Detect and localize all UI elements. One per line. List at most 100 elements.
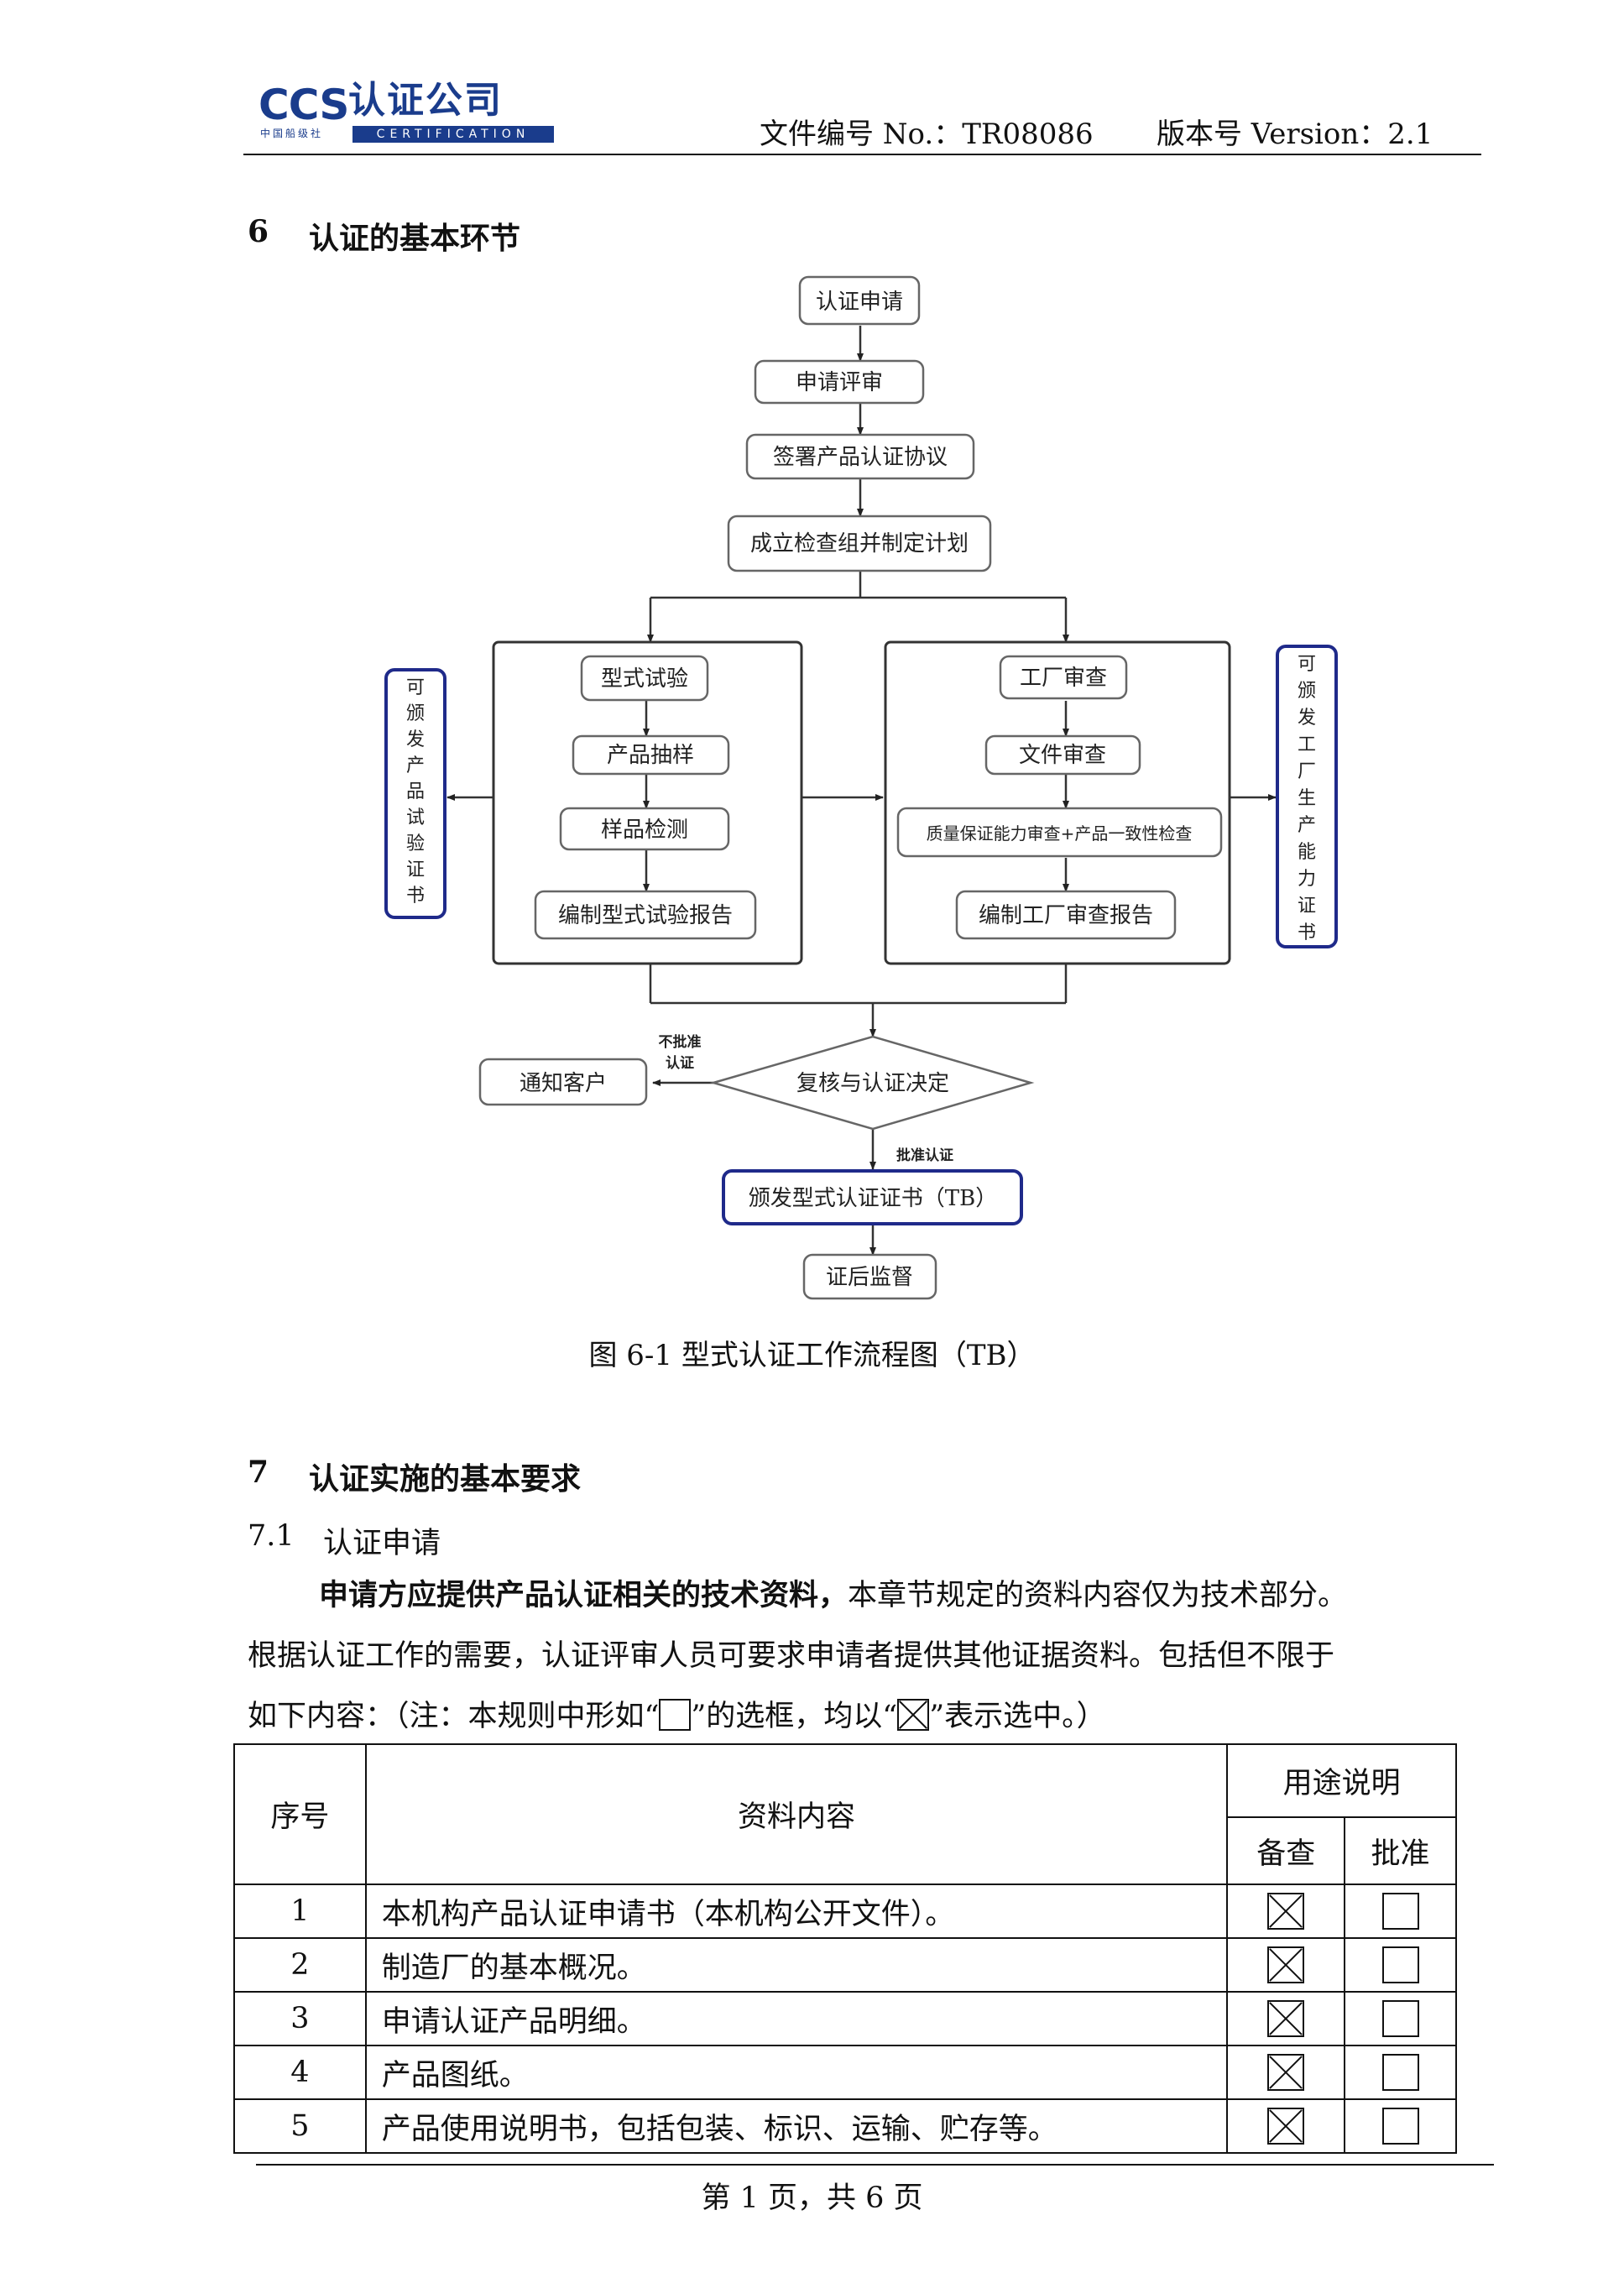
right-cert-char-5: 生 xyxy=(1298,788,1316,809)
right-cert-char-3: 工 xyxy=(1298,734,1316,755)
section7-title: 认证实施的基本要求 xyxy=(309,1461,582,1497)
requirements-table: 序号 资料内容 用途说明 备查 批准 1 本机构产品认证申请书（本机构公开文件）… xyxy=(233,1743,1457,2154)
right-cert-char-7: 能 xyxy=(1298,842,1316,863)
box-doc-review xyxy=(984,734,1141,776)
approve-checkbox[interactable] xyxy=(1381,2000,1419,2037)
table-row: 1 本机构产品认证申请书（本机构公开文件）。 xyxy=(233,1884,1457,1939)
checked-checkbox-example-icon xyxy=(897,1699,930,1731)
ref-checkbox-checked[interactable] xyxy=(1267,1946,1305,1983)
box-test-report xyxy=(534,890,757,940)
box-review xyxy=(754,359,925,405)
section6-number: 6 xyxy=(248,214,269,249)
row-no: 5 xyxy=(233,2098,367,2154)
ref-checkbox-checked[interactable] xyxy=(1267,2054,1305,2091)
label-audit-report: 编制工厂审查报告 xyxy=(979,903,1153,928)
row-content: 产品图纸。 xyxy=(364,2045,1229,2100)
logo-certification-bar: CERTIFICATION xyxy=(352,126,554,143)
right-cert-char-6: 产 xyxy=(1298,815,1316,836)
label-sample-test: 样品检测 xyxy=(601,818,688,843)
left-cert-char-7: 证 xyxy=(406,859,425,880)
para-rest: 本章节规定的资料内容仅为技术部分。 xyxy=(848,1579,1348,1612)
left-cert-char-5: 试 xyxy=(406,807,425,828)
approve-checkbox[interactable] xyxy=(1381,1893,1419,1930)
box-issue xyxy=(722,1169,1023,1225)
box-surveillance xyxy=(802,1253,937,1300)
para-bold: 申请方应提供产品认证相关的技术资料， xyxy=(319,1578,849,1612)
section71-paragraph: 申请方应提供产品认证相关的技术资料，本章节规定的资料内容仅为技术部分。 根据认证… xyxy=(248,1565,1490,1747)
para-line3-a: 如下内容：（注：本规则中形如“ xyxy=(248,1700,660,1733)
label-quality-check: 质量保证能力审查+产品一致性检查 xyxy=(927,823,1193,844)
figure-caption: 图 6-1 型式认证工作流程图（TB） xyxy=(588,1339,1036,1372)
label-sampling: 产品抽样 xyxy=(607,743,694,768)
factory-audit-group xyxy=(884,640,1231,965)
approve-checkbox[interactable] xyxy=(1381,2108,1419,2145)
label-reject-2: 认证 xyxy=(666,1054,694,1072)
label-factory-audit: 工厂审查 xyxy=(1020,666,1107,691)
logo-cn-text: 认证公司 xyxy=(348,79,503,122)
label-surveillance: 证后监督 xyxy=(826,1265,913,1290)
label-apply: 认证申请 xyxy=(816,290,903,315)
box-audit-report xyxy=(955,890,1177,940)
header-approve: 批准 xyxy=(1344,1816,1457,1885)
ref-checkbox-checked[interactable] xyxy=(1267,2108,1305,2145)
approve-checkbox[interactable] xyxy=(1381,1946,1419,1983)
para-line2: 根据认证工作的需要，认证评审人员可要求申请者提供其他证据资料。包括但不限于 xyxy=(248,1639,1335,1673)
footer-divider xyxy=(256,2164,1494,2166)
right-cert-char-4: 厂 xyxy=(1298,761,1316,782)
box-apply xyxy=(798,275,921,326)
table-row: 5 产品使用说明书，包括包装、标识、运输、贮存等。 xyxy=(233,2098,1457,2154)
left-cert-char-0: 可 xyxy=(406,677,425,698)
right-cert-char-2: 发 xyxy=(1298,708,1316,729)
box-notify xyxy=(478,1058,648,1106)
left-cert-char-2: 发 xyxy=(406,729,425,750)
label-plan: 成立检查组并制定计划 xyxy=(750,531,969,556)
row-no: 2 xyxy=(233,1937,367,1993)
logo-ccs-text: CCS xyxy=(258,81,349,129)
approve-checkbox[interactable] xyxy=(1381,2054,1419,2091)
box-factory-audit xyxy=(999,655,1128,700)
section6-title: 认证的基本环节 xyxy=(309,221,521,256)
label-issue: 颁发型式认证证书（TB） xyxy=(749,1186,997,1211)
label-decision: 复核与认证决定 xyxy=(796,1071,949,1096)
right-cert-char-0: 可 xyxy=(1298,654,1316,675)
empty-checkbox-example-icon xyxy=(659,1699,692,1731)
row-content: 产品使用说明书，包括包装、标识、运输、贮存等。 xyxy=(364,2098,1229,2154)
row-content: 本机构产品认证申请书（本机构公开文件）。 xyxy=(364,1884,1229,1939)
box-plan xyxy=(727,515,992,572)
box-type-test xyxy=(580,655,709,702)
header-no: 序号 xyxy=(233,1743,367,1885)
header-ref: 备查 xyxy=(1226,1816,1346,1885)
box-quality-check xyxy=(896,807,1223,858)
ref-checkbox-checked[interactable] xyxy=(1267,1893,1305,1930)
box-agreement xyxy=(745,433,975,480)
right-cert-char-10: 书 xyxy=(1298,922,1316,943)
left-cert-char-8: 书 xyxy=(406,886,425,906)
row-content: 申请认证产品明细。 xyxy=(364,1991,1229,2046)
document-number: 文件编号 No.：TR08086 xyxy=(760,118,1094,151)
label-doc-review: 文件审查 xyxy=(1019,743,1106,768)
certification-flowchart: 认证申请 申请评审 签署产品认证协议 成立检查组并制定计划 型式试验 产品抽样 … xyxy=(384,275,1338,1300)
label-agreement: 签署产品认证协议 xyxy=(773,445,948,470)
box-sampling xyxy=(572,734,730,776)
logo-subtitle: 中国船级社 xyxy=(260,128,324,139)
header-content: 资料内容 xyxy=(364,1743,1229,1885)
section7-number: 7 xyxy=(248,1455,269,1490)
right-cert-char-9: 证 xyxy=(1298,896,1316,917)
label-type-test: 型式试验 xyxy=(601,666,688,692)
right-cert-char-1: 颁 xyxy=(1298,681,1316,702)
para-line3-c: ”表示选中。） xyxy=(929,1700,1106,1733)
row-no: 1 xyxy=(233,1884,367,1939)
table-row: 3 申请认证产品明细。 xyxy=(233,1991,1457,2046)
box-left-cert xyxy=(384,668,446,919)
left-cert-char-6: 验 xyxy=(406,833,425,854)
page-number: 第 1 页，共 6 页 xyxy=(701,2181,923,2215)
left-cert-char-4: 品 xyxy=(406,781,425,802)
header-divider xyxy=(243,154,1481,155)
table-row: 2 制造厂的基本概况。 xyxy=(233,1937,1457,1993)
label-test-report: 编制型式试验报告 xyxy=(558,903,733,928)
ref-checkbox-checked[interactable] xyxy=(1267,2000,1305,2037)
decision-diamond xyxy=(709,1035,1035,1131)
section71-number: 7.1 xyxy=(248,1519,295,1553)
document-version: 版本号 Version：2.1 xyxy=(1157,118,1433,151)
left-cert-char-3: 产 xyxy=(406,755,425,776)
